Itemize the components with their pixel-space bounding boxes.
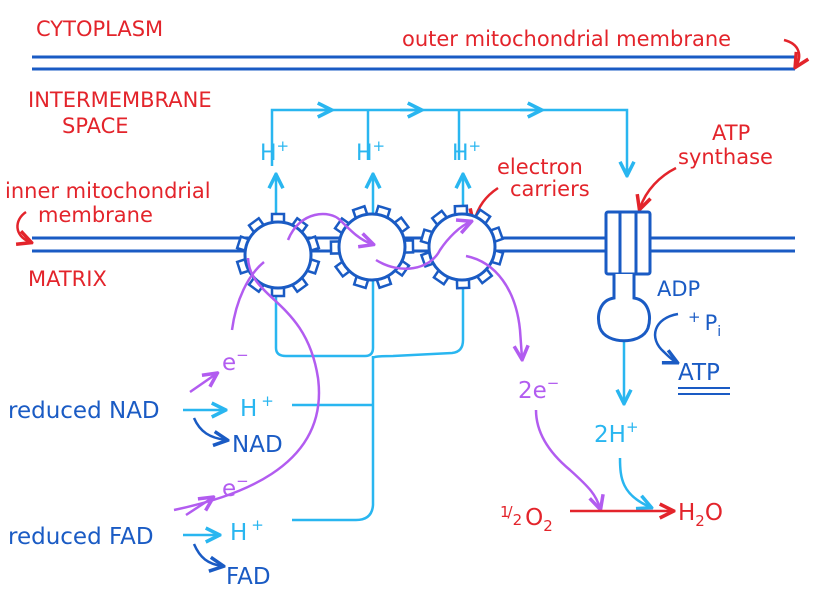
inner-membrane-label-line2: membrane (38, 203, 153, 227)
atp-synthase-label-line1: ATP (712, 121, 750, 145)
atp-label: ATP (678, 360, 720, 386)
adp-to-atp-arrow (653, 312, 678, 362)
water-label: H2O (678, 500, 723, 530)
intermembrane-space-label-line2: SPACE (62, 114, 129, 138)
outer-mitochondrial-membrane (32, 55, 795, 71)
proton-label-2: H+ (356, 137, 385, 166)
two-electrons-label: 2e− (518, 374, 559, 404)
proton-from-nad-label: H+ (240, 392, 274, 422)
proton-label-3: H+ (452, 137, 481, 166)
reduced-nad-to-nad-arrow (192, 417, 226, 440)
electron-pathway (173, 212, 600, 517)
reduced-nad-label: reduced NAD (8, 398, 160, 424)
electron-from-fad-label: e− (222, 472, 249, 502)
two-protons-label: 2H+ (594, 418, 639, 448)
nad-label: NAD (232, 432, 283, 458)
atp-underline (678, 387, 730, 395)
atp-synthase (597, 210, 652, 343)
matrix-label: MATRIX (28, 267, 107, 291)
electron-carrier-3 (419, 204, 505, 290)
inner-membrane-label-line1: inner mitochondrial (5, 179, 211, 203)
atp-synthase-pointer-arrow (640, 166, 677, 208)
proton-label-1: H+ (260, 137, 289, 166)
electron-carriers (235, 204, 505, 298)
electron-carrier-1 (235, 212, 321, 298)
electron-carrier-2 (329, 204, 415, 290)
electron-from-nad-label: e− (222, 346, 249, 376)
fad-label: FAD (226, 564, 271, 590)
reduced-fad-to-fad-arrow (192, 543, 222, 566)
outer-membrane-label: outer mitochondrial membrane (402, 27, 731, 51)
phosphate-label: +Pi (688, 308, 721, 340)
adp-label: ADP (657, 277, 700, 301)
outer-membrane-pointer-arrow (783, 38, 799, 66)
electron-carriers-label-line1: electron (497, 155, 583, 179)
atp-synthase-label-line2: synthase (678, 145, 773, 169)
proton-from-fad-label: H+ (230, 516, 264, 546)
electron-carriers-label-line2: carriers (510, 177, 590, 201)
inner-membrane-pointer-arrow (17, 210, 30, 242)
reduced-fad-label: reduced FAD (8, 524, 154, 550)
intermembrane-space-label-line1: INTERMEMBRANE (28, 88, 212, 112)
cytoplasm-label: CYTOPLASM (36, 17, 163, 41)
